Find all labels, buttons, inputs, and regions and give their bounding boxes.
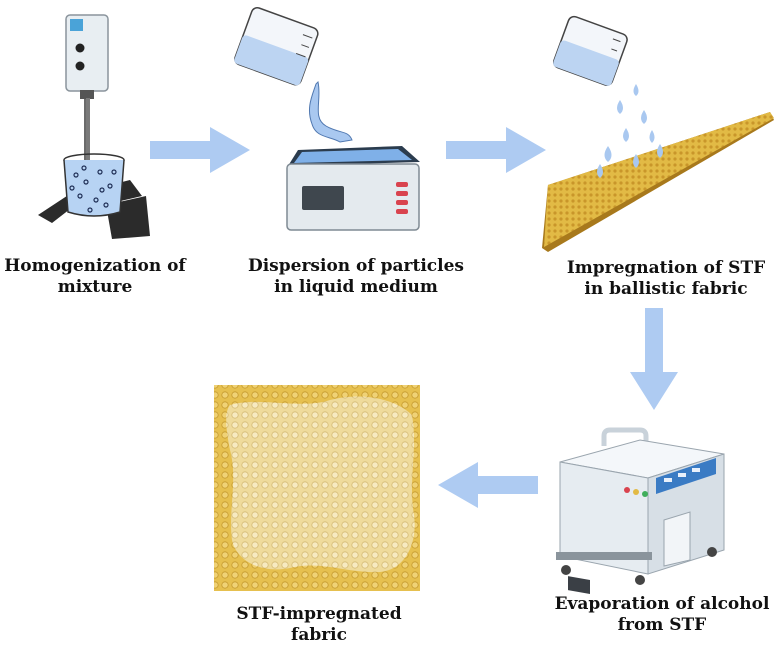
label-result: STF-impregnated fabric [224,604,414,646]
pouring-beaker-2 [553,15,628,86]
label-dispersion-line2: in liquid medium [274,277,438,297]
label-evaporation-line2: from STF [617,615,707,635]
homogenizer-shaft [86,98,90,188]
label-homogenization-line1: Homogenization of [4,256,186,276]
label-result-line1: STF-impregnated [236,604,402,624]
label-dispersion: Dispersion of particles in liquid medium [244,256,468,298]
liquid-droplets [597,84,663,178]
label-impregnation-line2: in ballistic fabric [584,279,748,299]
label-homogenization-line2: mixture [57,277,133,297]
beaker [63,153,125,217]
label-homogenization: Homogenization of mixture [0,256,190,298]
impregnated-region [226,396,415,573]
label-evaporation: Evaporation of alcohol from STF [546,594,778,636]
label-result-line2: fabric [291,625,347,645]
label-evaporation-line1: Evaporation of alcohol [554,594,770,614]
label-impregnation-line1: Impregnation of STF [566,258,766,278]
bath-tank [286,146,420,231]
label-impregnation: Impregnation of STF in ballistic fabric [560,258,772,300]
oven-machine [556,427,725,595]
label-dispersion-line1: Dispersion of particles [247,256,464,276]
homogenizer-motor [65,14,109,99]
pouring-beaker [234,7,319,86]
liquid-stream [309,81,353,143]
ballistic-fabric-sheet [542,112,774,252]
